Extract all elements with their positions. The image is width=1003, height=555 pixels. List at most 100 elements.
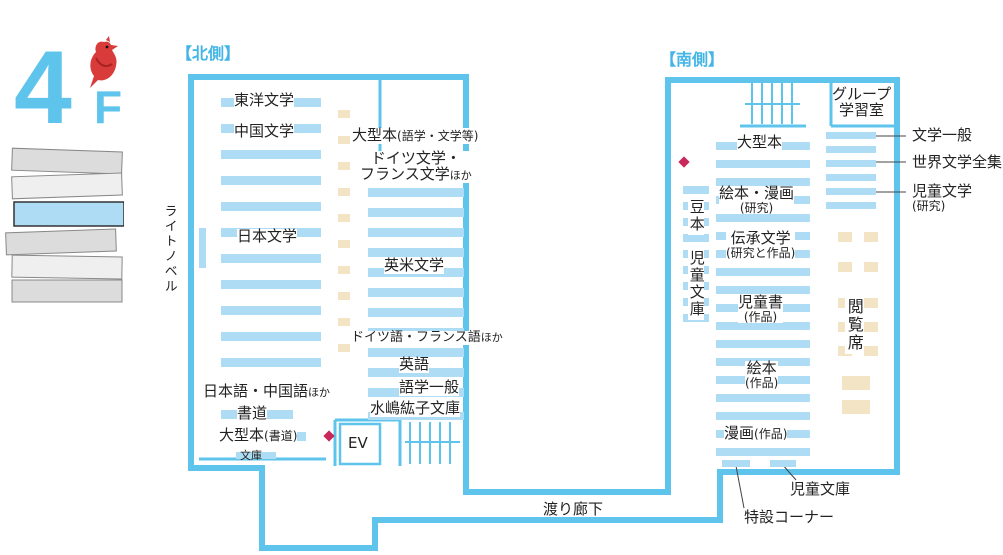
jido-bungaku-note: (研究) (912, 198, 946, 213)
reading-seat (338, 110, 350, 118)
reading-seat (842, 400, 870, 414)
reading-seat (338, 214, 350, 222)
label-oogata-shodo: 大型本(書道) (219, 426, 298, 444)
bookshelf (368, 188, 464, 197)
group-line2: 学習室 (839, 100, 885, 119)
label-corridor: 渡り廊下 (543, 500, 604, 518)
bookshelf (826, 146, 876, 153)
bookshelf (826, 174, 876, 181)
reading-seat (338, 266, 350, 274)
bookshelf (236, 452, 276, 459)
bookshelf (683, 234, 709, 242)
manga-note: (作品) (754, 427, 788, 441)
label-bunko: 文庫 (240, 449, 262, 462)
label-ehon: 絵本 (作品) (745, 359, 779, 390)
ehon-note: (作品) (745, 375, 779, 390)
bookshelf (716, 286, 810, 294)
label-oogata-south: 大型本 (737, 133, 783, 151)
oogata-shodo-note: (書道) (264, 429, 298, 443)
label-densho: 伝承文学 (研究と作品) (726, 229, 796, 260)
reading-seat (864, 322, 878, 332)
label-gogaku: 語学一般 (399, 378, 460, 396)
label-doitsugo: ドイツ語・フランス語ほか (351, 331, 503, 345)
south-header: 【南側】 (660, 50, 725, 69)
bookshelf (221, 306, 321, 315)
bookshelf (716, 178, 810, 186)
bookshelf (683, 186, 709, 194)
manga-main: 漫画 (724, 424, 755, 442)
bookshelf (826, 132, 876, 139)
reading-seat (338, 292, 350, 300)
elevator-box (338, 422, 382, 466)
bookshelves (199, 98, 876, 467)
label-eigo: 英語 (399, 355, 430, 373)
label-nihongo: 日本語・中国語ほか (203, 383, 331, 400)
reading-seat (864, 232, 878, 242)
label-light-novel: ライトノベル (161, 204, 177, 294)
ehon-manga-main: 絵本・漫画 (719, 184, 795, 202)
label-sekai-bungaku: 世界文学全集 (912, 153, 1003, 171)
doitsu-line2-note: ほか (449, 168, 472, 182)
label-etsuran: 閲覧席 (844, 296, 864, 354)
reading-seat (338, 344, 350, 352)
book-stack-icon (5, 147, 124, 303)
label-chugoku: 中国文学 (234, 122, 295, 140)
bookshelf (368, 248, 464, 257)
reading-seat (338, 162, 350, 170)
label-eibei: 英米文学 (384, 256, 445, 274)
label-bungaku-ippan: 文学一般 (912, 126, 973, 144)
label-mamehon: 豆本 (687, 197, 706, 235)
oogata-north-note: (語学・文学等) (397, 129, 479, 143)
bookshelf (716, 448, 810, 456)
group-line1: グループ (832, 85, 892, 103)
ehon-main: 絵本 (746, 359, 777, 377)
label-jido-bunko: 児童文庫 (790, 480, 851, 498)
oogata-shodo-main: 大型本 (219, 426, 265, 444)
bookshelf (716, 322, 810, 330)
jidosho-main: 児童書 (738, 293, 784, 311)
bookshelf (221, 358, 321, 367)
north-location-marker (323, 430, 335, 442)
building-walls (188, 74, 900, 551)
bookshelf (221, 150, 321, 159)
bookshelf (722, 460, 750, 467)
reading-seat (838, 262, 852, 272)
label-jido-bungaku: 児童文学 (研究) (912, 183, 972, 213)
densho-note: (研究と作品) (726, 245, 796, 260)
bookshelf (221, 332, 321, 341)
reading-seat (338, 188, 350, 196)
densho-main: 伝承文学 (730, 229, 791, 247)
bookshelf (221, 202, 321, 211)
jidosho-note: (作品) (743, 309, 778, 324)
label-jidosho: 児童書 (作品) (738, 293, 784, 324)
oogata-north-main: 大型本 (352, 126, 398, 144)
south-location-marker (678, 156, 690, 168)
reading-seat (838, 232, 852, 242)
bookshelf (826, 160, 876, 167)
bookshelf (716, 394, 810, 402)
reading-seat (864, 262, 878, 272)
floor-suffix: F (94, 81, 123, 133)
bookshelf (716, 412, 810, 420)
bookshelf (199, 228, 206, 268)
south-stairs (745, 82, 800, 124)
floor-number: 4 (14, 30, 72, 146)
reading-seat (864, 346, 878, 356)
north-header: 【北側】 (176, 44, 241, 63)
label-shodo: 書道 (237, 404, 268, 422)
bird-logo-icon (90, 36, 118, 88)
bookshelf (221, 254, 321, 263)
label-tokusetsu: 特設コーナー (744, 508, 835, 526)
bookshelf (221, 280, 321, 289)
bookshelf (368, 348, 464, 357)
bookshelf (716, 160, 810, 168)
nihongo-note: ほか (308, 386, 331, 399)
label-oogata-north: 大型本(語学・文学等) (352, 126, 479, 144)
bookshelf (826, 188, 876, 195)
label-ehon-manga: 絵本・漫画 (研究) (719, 184, 795, 215)
label-ev: EV (348, 434, 368, 452)
bookshelf (368, 228, 464, 237)
bookshelf (368, 208, 464, 217)
reading-seat (338, 136, 350, 144)
reading-seat (338, 240, 350, 248)
